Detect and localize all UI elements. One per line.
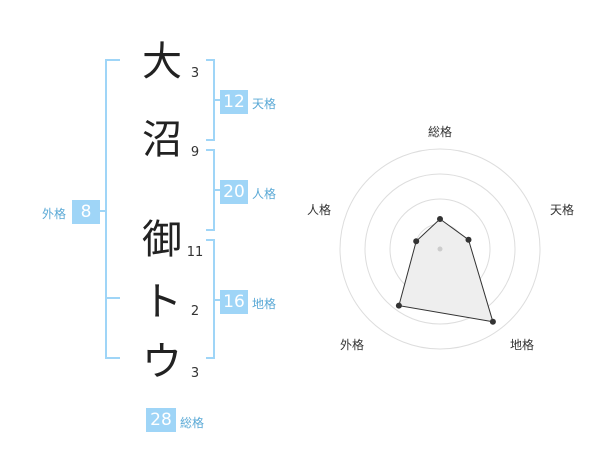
radar-axis-label-3: 地格 <box>510 338 535 352</box>
stroke-count-5: 3 <box>190 366 200 381</box>
chikaku-label: 地格 <box>252 297 277 311</box>
soukaku-value: 28 <box>146 408 176 432</box>
radar-axis-label-1: 総格 <box>428 125 453 139</box>
radar-area <box>398 218 494 323</box>
radar-point-5 <box>413 238 420 245</box>
radar-point-2 <box>465 236 472 243</box>
radar-axis-label-4: 外格 <box>340 338 365 352</box>
radar-point-3 <box>489 318 496 325</box>
radar-ring <box>364 173 516 325</box>
gaikaku-bracket <box>105 59 120 359</box>
radar-axis-label-2: 天格 <box>550 203 575 217</box>
radar-point-1 <box>437 216 443 222</box>
jinkaku-value: 20 <box>220 180 248 204</box>
radar-ring <box>339 148 541 350</box>
radar-axis-label-5: 人格 <box>307 203 332 217</box>
radar-center <box>437 246 443 252</box>
stroke-count-1: 3 <box>190 66 200 81</box>
name-char-1: 大 <box>142 39 182 85</box>
tenkaku-label: 天格 <box>252 97 277 111</box>
jinkaku-label: 人格 <box>252 187 277 201</box>
tenkaku-value: 12 <box>220 90 248 114</box>
name-char-2: 沼 <box>142 117 182 163</box>
radar-point-4 <box>395 302 402 309</box>
stroke-count-2: 9 <box>190 145 200 160</box>
radar-points <box>395 216 496 325</box>
name-char-5: ウ <box>142 339 182 385</box>
chikaku-value: 16 <box>220 290 248 314</box>
gaikaku-label: 外格 <box>42 207 67 221</box>
soukaku-label: 総格 <box>180 416 205 430</box>
gaikaku-value: 8 <box>72 200 100 224</box>
stroke-count-4: 2 <box>190 304 200 319</box>
name-char-4: ト <box>142 279 182 325</box>
name-char-3: 御 <box>142 217 182 263</box>
stroke-count-3: 11 <box>186 245 204 260</box>
